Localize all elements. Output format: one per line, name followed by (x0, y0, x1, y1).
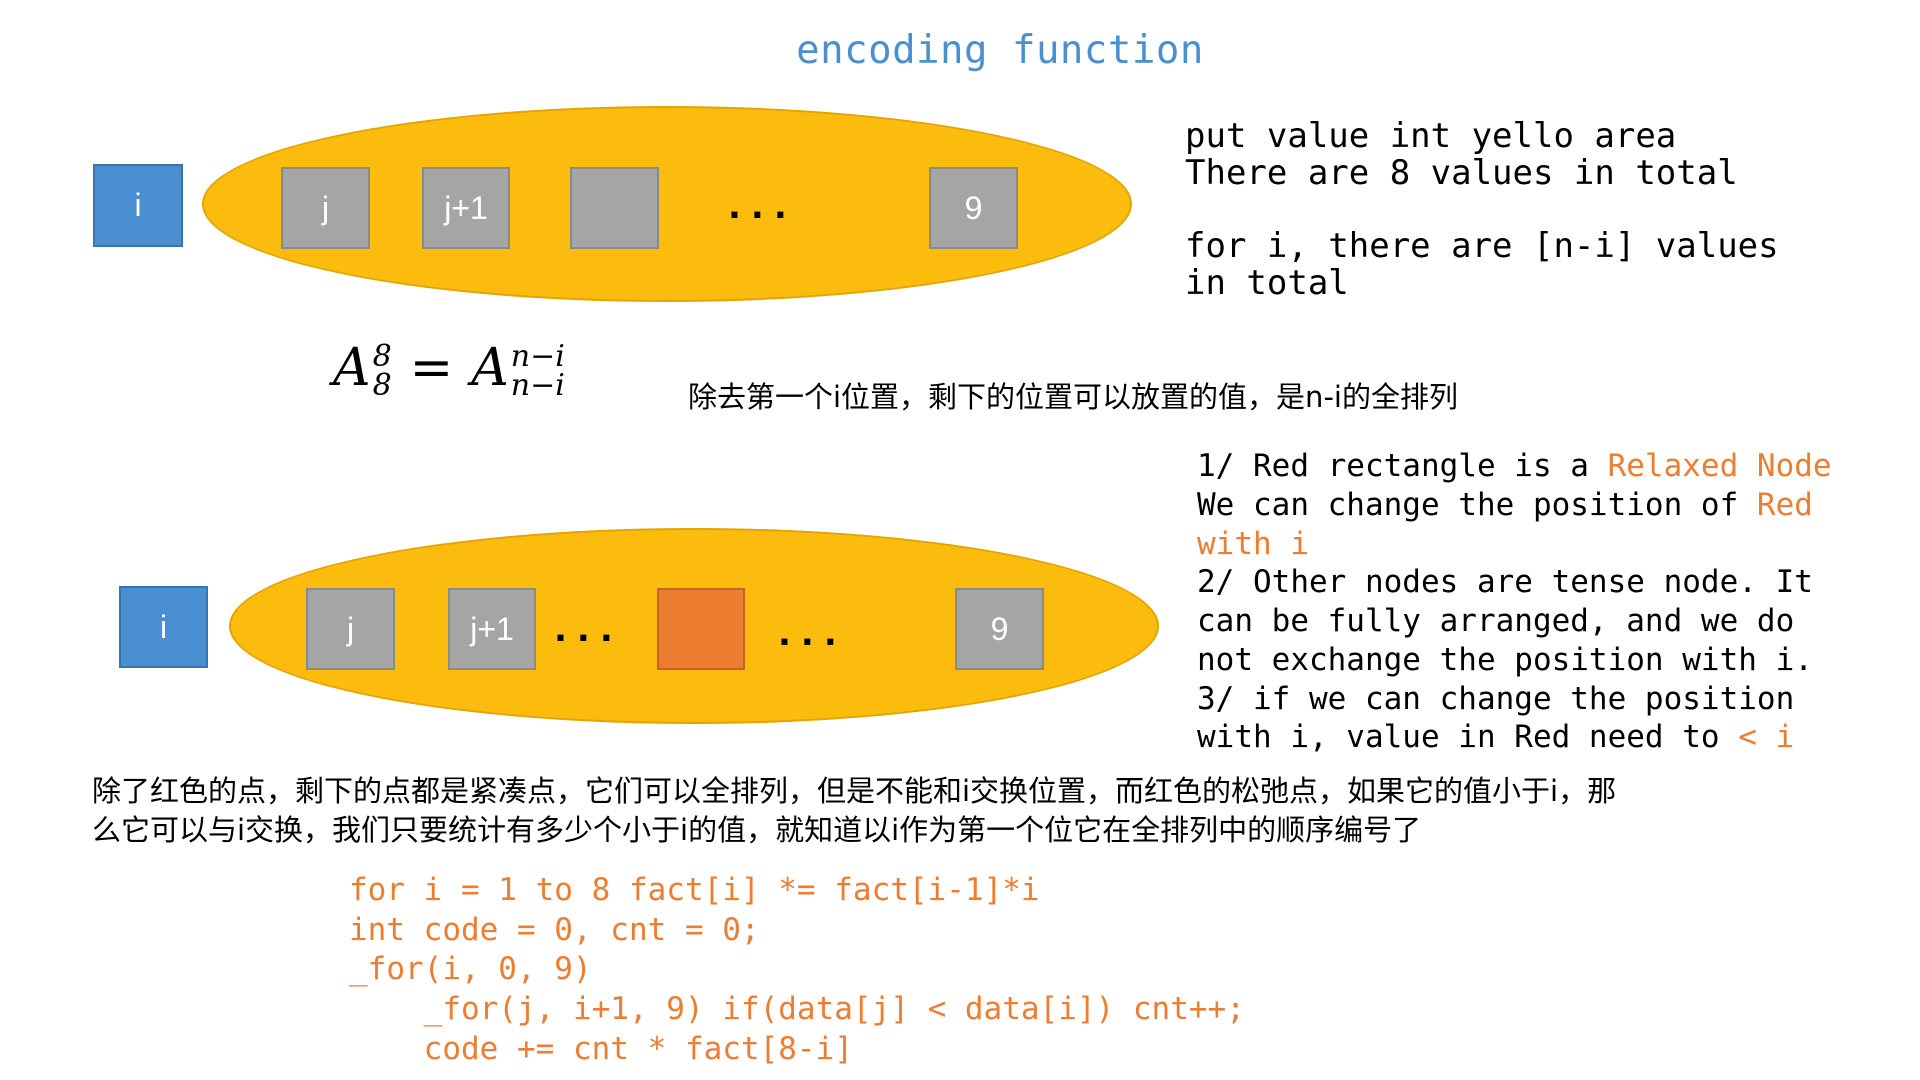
notes-bottom: 1/ Red rectangle is a Relaxed Node We ca… (1197, 447, 1832, 757)
nine-box-top: 9 (929, 167, 1018, 249)
notes-top-line-4: in total (1185, 262, 1349, 303)
relaxed-node-term: Relaxed Node (1607, 448, 1832, 484)
j-plus-1-box-top-label: j+1 (444, 189, 488, 226)
notes-top-line-1: put value int yello area (1185, 116, 1677, 156)
formula-rhs-sub: n−i (510, 367, 565, 403)
formula-equals: = (409, 338, 454, 398)
j-plus-1-box-bottom-label: j+1 (470, 610, 514, 647)
nine-box-bottom-label: 9 (990, 610, 1009, 647)
notes-bottom-l6: not exchange the position with i. (1197, 641, 1813, 678)
j-box-top: j (281, 167, 370, 249)
relaxed-node-box (657, 588, 745, 670)
ellipsis-top: ... (728, 187, 797, 227)
j-box-top-label: j (321, 189, 330, 226)
less-than-i-term: < i (1738, 719, 1795, 756)
formula-lhs-sup: 8 (372, 339, 392, 374)
notes-bottom-l3: with i (1197, 525, 1309, 562)
i-box-top-label: i (134, 187, 142, 223)
ellipsis-bottom-2: ... (778, 614, 847, 654)
code-block: for i = 1 to 8 fact[i] *= fact[i-1]*i in… (349, 871, 1245, 1069)
formula-rhs-sup: n−i (510, 339, 565, 374)
code-line-1: for i = 1 to 8 fact[i] *= fact[i-1]*i (349, 872, 1040, 908)
i-box-top: i (93, 164, 183, 247)
red-term: Red (1756, 486, 1813, 523)
i-box-bottom: i (119, 586, 208, 668)
j-box-bottom: j (306, 588, 395, 670)
notes-bottom-l4: 2/ Other nodes are tense node. It (1197, 564, 1813, 601)
notes-bottom-l1a: 1/ Red rectangle is a (1197, 448, 1608, 484)
code-line-5: code += cnt * fact[8-i] (349, 1030, 853, 1067)
page-title: encoding function (796, 28, 1204, 73)
j-plus-1-box-top: j+1 (422, 167, 510, 249)
notes-bottom-l5: can be fully arranged, and we do (1197, 603, 1795, 639)
notes-top-line-2: There are 8 values in total (1185, 152, 1738, 193)
relaxed-node-explanation-cn: 除了红色的点，剩下的点都是紧凑点，它们可以全排列，但是不能和i交换位置，而红色的… (92, 774, 1617, 847)
formula-note-cn: 除去第一个i位置，剩下的位置可以放置的值，是n-i的全排列 (688, 380, 1458, 414)
nine-box-top-label: 9 (964, 189, 983, 226)
notes-bottom-l8a: with i, value in Red need to (1197, 719, 1739, 756)
formula-rhs-base: A (471, 338, 509, 398)
notes-bottom-l2a: We can change the position of (1197, 486, 1757, 523)
i-box-bottom-label: i (159, 608, 168, 645)
notes-top: put value int yello area There are 8 val… (1185, 118, 1779, 302)
blank-box-top (570, 167, 659, 249)
notes-bottom-l7: 3/ if we can change the position (1197, 680, 1795, 717)
nine-box-bottom: 9 (955, 588, 1044, 670)
j-box-bottom-label: j (346, 610, 355, 647)
j-plus-1-box-bottom: j+1 (448, 588, 536, 670)
formula-lhs-base: A (333, 338, 371, 398)
notes-top-line-3: for i, there are [n-i] values (1185, 226, 1779, 267)
code-line-3: _for(i, 0, 9) (349, 951, 592, 988)
code-line-2: int code = 0, cnt = 0; (349, 911, 760, 948)
formula-lhs-sub: 8 (372, 367, 392, 403)
ellipsis-bottom-1: ... (554, 610, 623, 650)
code-line-4: _for(j, i+1, 9) if(data[j] < data[i]) cn… (349, 991, 1245, 1028)
